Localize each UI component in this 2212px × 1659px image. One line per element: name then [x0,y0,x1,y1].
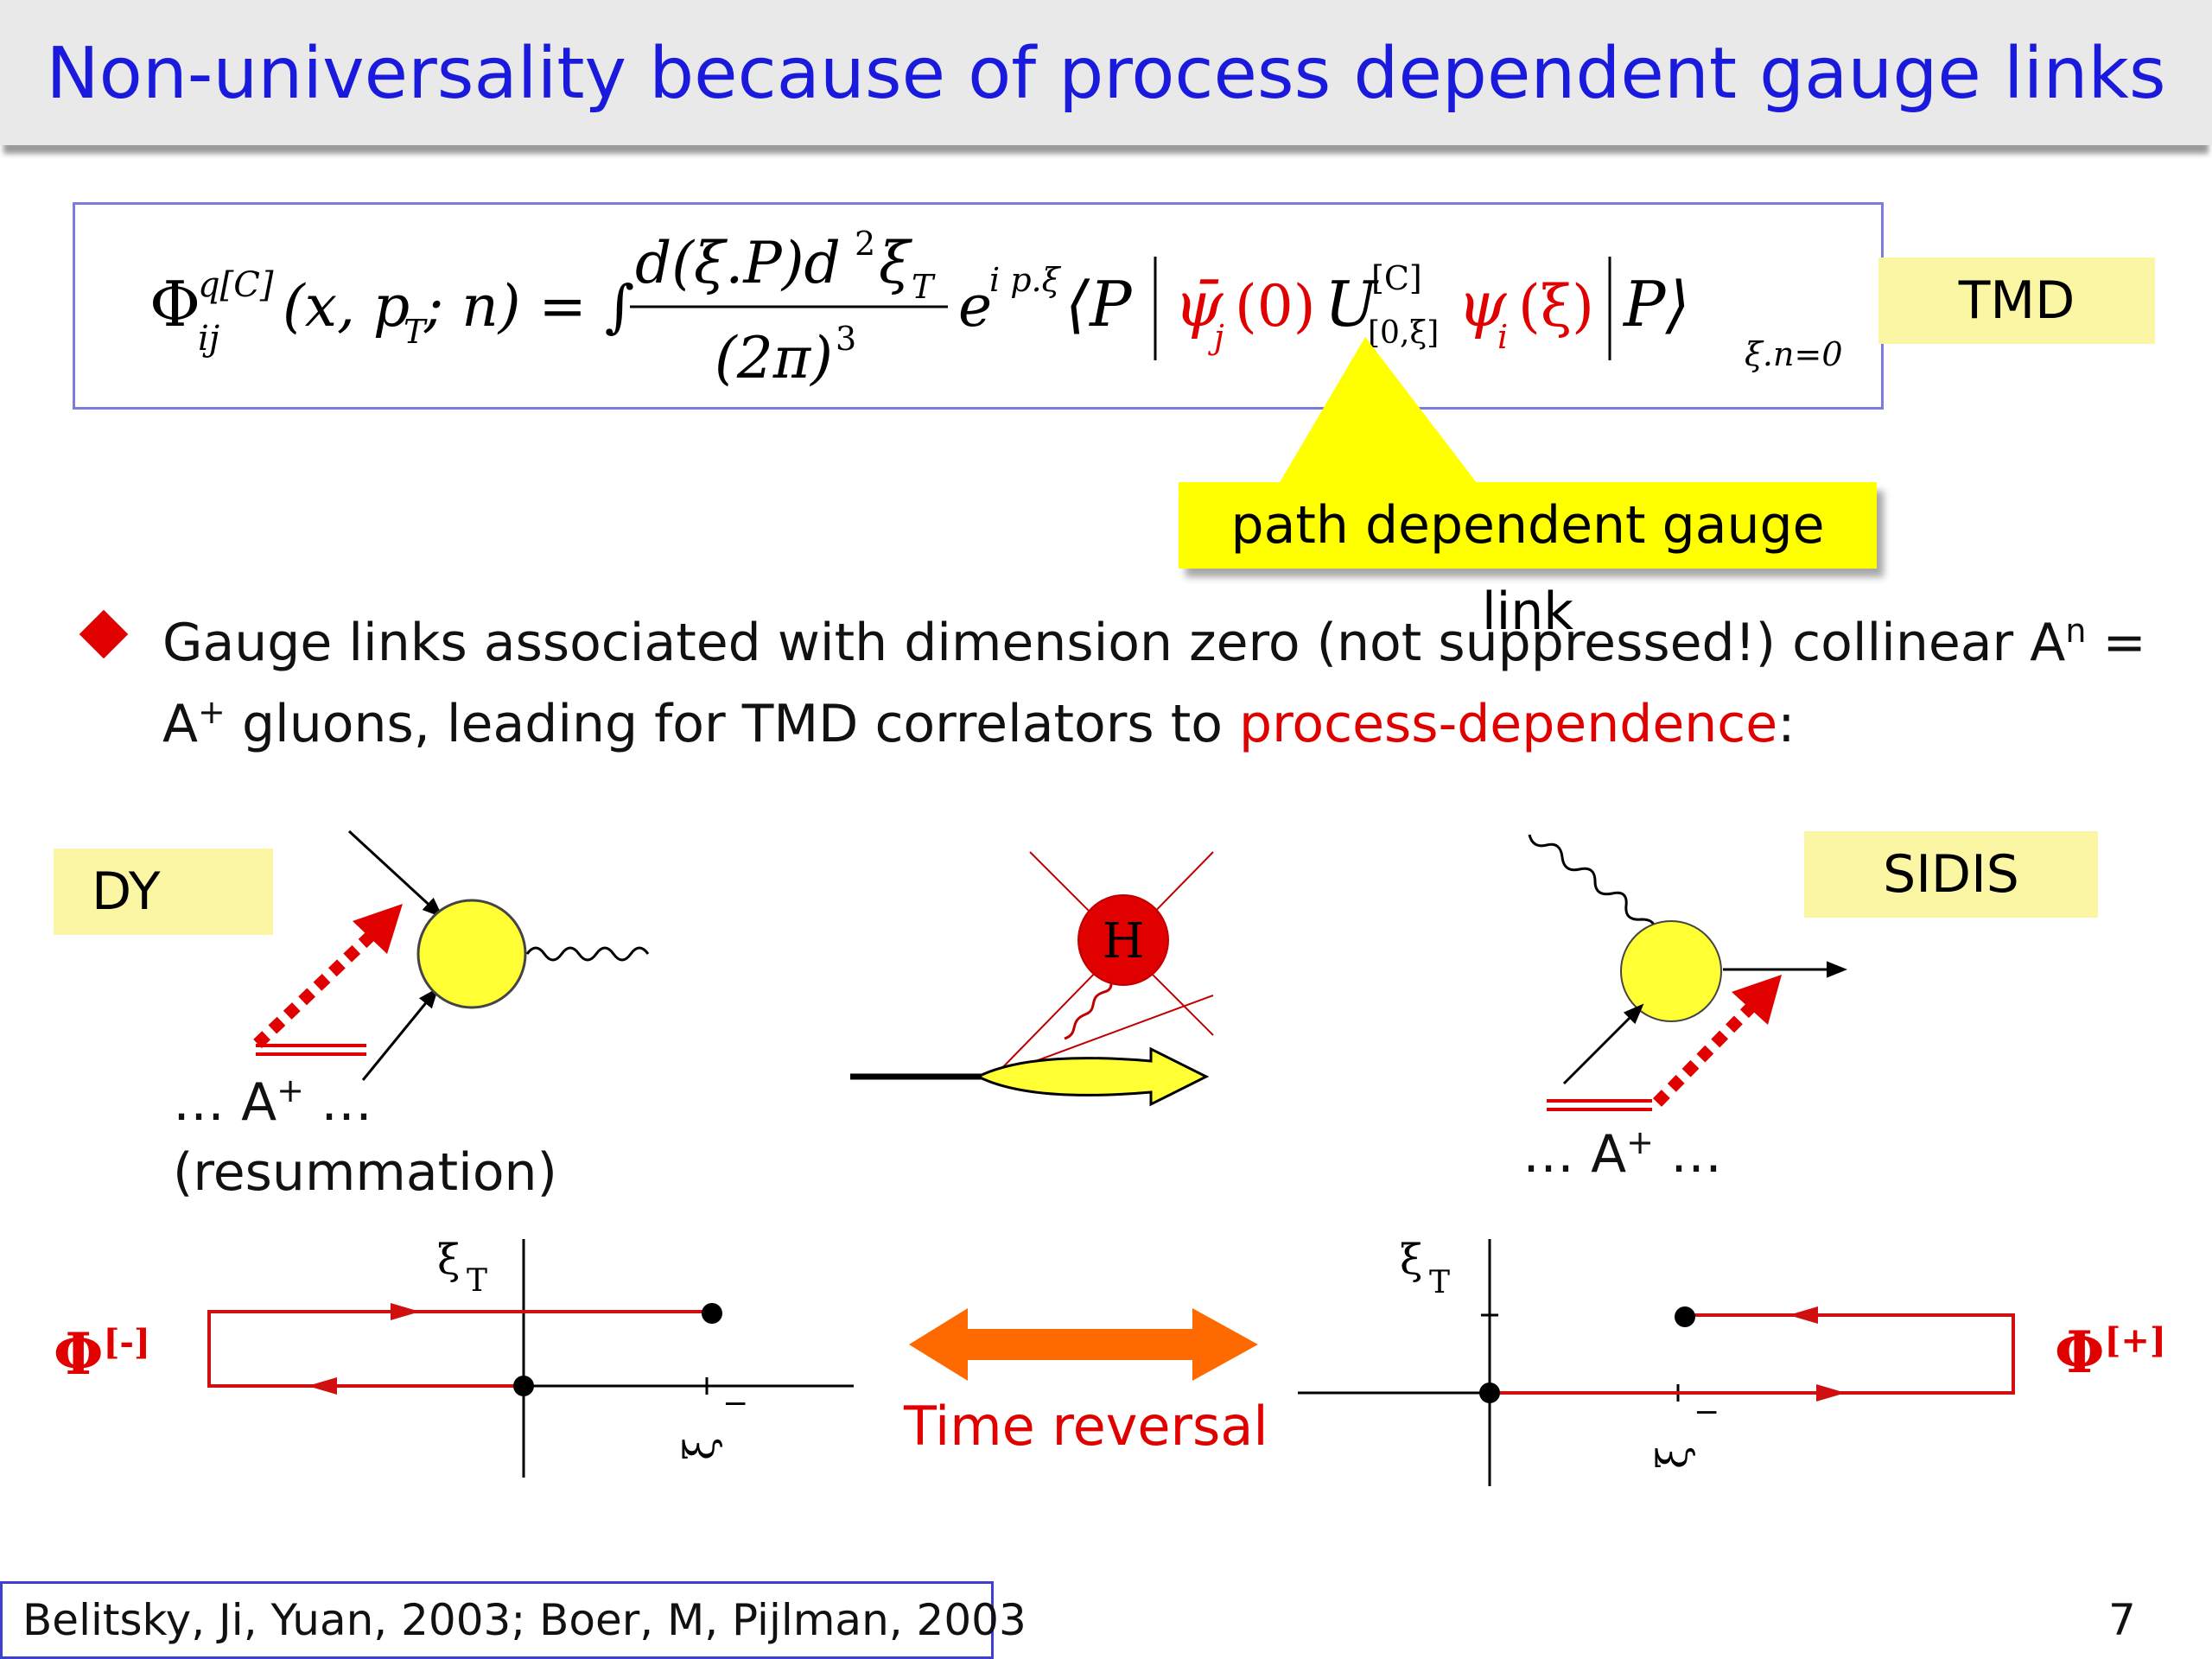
formula-psibar-arg: (0) [1235,273,1316,340]
hard-vertex-label: H [1103,913,1145,969]
contour-minus: ξ T ξ − [207,1236,854,1478]
sidis-gluon-arrow [1653,1003,1755,1107]
formula-condition: ξ.n=0 [1745,335,1843,373]
sidis-label: SIDIS [1804,831,2098,918]
phi-plus-symbol: Φ [2055,1319,2105,1386]
formula-ket: P⟩ [1622,268,1690,340]
sidis-diagram [1528,834,1847,1111]
formula-box: Φ q[C] ij (x, p T ; n) = ∫ d(ξ.P)d 2 ξ T… [73,202,1884,410]
formula-numerator-xi: ξ [879,230,913,296]
formula-denominator-sup: 3 [836,320,856,358]
contour-plus: ξ T ξ − [1298,1236,2015,1486]
xi-minus-right-sup: − [1694,1395,1719,1430]
phi-minus-label: Φ[-] [54,1320,150,1388]
formula-args-sub: T [404,313,428,351]
xi-t-right: ξ [1400,1236,1422,1284]
bullet-text-line2: gluons, leading for TMD correlators to [225,694,1239,754]
bullet-text: Gauge links associated with dimension ze… [162,596,2184,759]
tmd-formula: Φ q[C] ij (x, p T ; n) = ∫ d(ξ.P)d 2 ξ T… [149,225,1843,391]
sidis-aplus-text: … A [1522,1124,1627,1185]
dy-label: DY [54,849,273,935]
formula-exp: e [958,273,992,340]
dy-aplus-sup: + [276,1071,304,1109]
formula-phi: Φ [149,268,200,340]
citation-box [0,1581,994,1659]
gauge-link-callout: path dependent gauge link [1179,482,1877,642]
formula-numerator-sub: T [912,268,936,306]
sidis-aplus-end: … [1653,1124,1723,1185]
formula-u-sup: [C] [1371,259,1422,297]
bullet-text-eq: = A [162,613,2146,754]
sidis-photon [1528,834,1656,934]
formula-exp-sup: i p.ξ [989,261,1062,299]
time-reversal-label: Time reversal [904,1395,1268,1458]
sidis-blob [1620,920,1722,1022]
sidis-aplus-sup: + [1626,1123,1654,1161]
dy-photon [525,946,650,962]
formula-u-sub: [0,ξ] [1368,315,1439,351]
dy-gluon-arrow [253,930,376,1049]
bullet-text-before: Gauge links associated with dimension ze… [162,613,2066,673]
bullet-sup-plus: + [198,693,226,731]
hard-vertex-circle [1077,894,1169,986]
title-bar [0,0,2212,145]
bullet-text-end: : [1777,694,1796,754]
dy-diagram [253,830,650,1081]
phi-minus-symbol: Φ [54,1320,104,1388]
xi-minus-right: ξ [1649,1446,1697,1469]
xi-t-left: ξ [437,1236,460,1284]
formula-psi-arg: (ξ) [1518,273,1594,340]
formula-u: U [1325,268,1379,340]
formula-bra: ⟨P [1065,268,1133,340]
bullet-highlight: process-dependence [1239,694,1778,754]
slide-title: Non-universality because of process depe… [46,33,2166,115]
bullet-sup-n: n [2065,612,2087,650]
callout-pointer [1279,337,1478,484]
time-reversal-arrow [909,1308,1258,1381]
citation: Belitsky, Ji, Yuan, 2003; Boer, M, Pijlm… [22,1595,1027,1645]
formula-numerator-sup: 2 [855,225,875,263]
xi-t-left-sub: T [467,1263,487,1299]
hard-vertex-diagram: H [850,851,1214,1107]
formula-denominator: (2π) [715,325,833,391]
hadron-arrow [975,1046,1210,1107]
dy-aplus-label: … A+ … [173,1071,372,1133]
phi-plus-label: Φ[+] [2055,1319,2166,1386]
tmd-label: TMD [1878,257,2155,344]
dy-aplus-text: … A [173,1072,277,1133]
dy-resummation-label: (resummation) [173,1142,557,1203]
page-number: 7 [2108,1595,2136,1645]
formula-phi-sub: ij [198,319,219,359]
formula-args: (x, p [283,273,410,340]
formula-psi-sub: i [1497,318,1508,356]
phi-plus-sup: [+] [2104,1320,2166,1361]
dy-aplus-end: … [303,1072,373,1133]
xi-t-right-sub: T [1429,1265,1450,1300]
xi-minus-left-sup: − [722,1386,748,1421]
sidis-aplus-label: … A+ … [1522,1123,1722,1185]
formula-phi-sup: q[C] [198,265,274,305]
formula-psibar: ψ̄ [1174,268,1224,340]
formula-psi: ψ [1458,268,1508,340]
xi-minus-left: ξ [676,1438,724,1460]
phi-minus-sup: [-] [103,1322,150,1363]
formula-numerator: d(ξ.P)d [635,230,841,296]
dy-blob [416,899,527,1009]
formula-args-end: ; n) = ∫ [423,273,634,340]
